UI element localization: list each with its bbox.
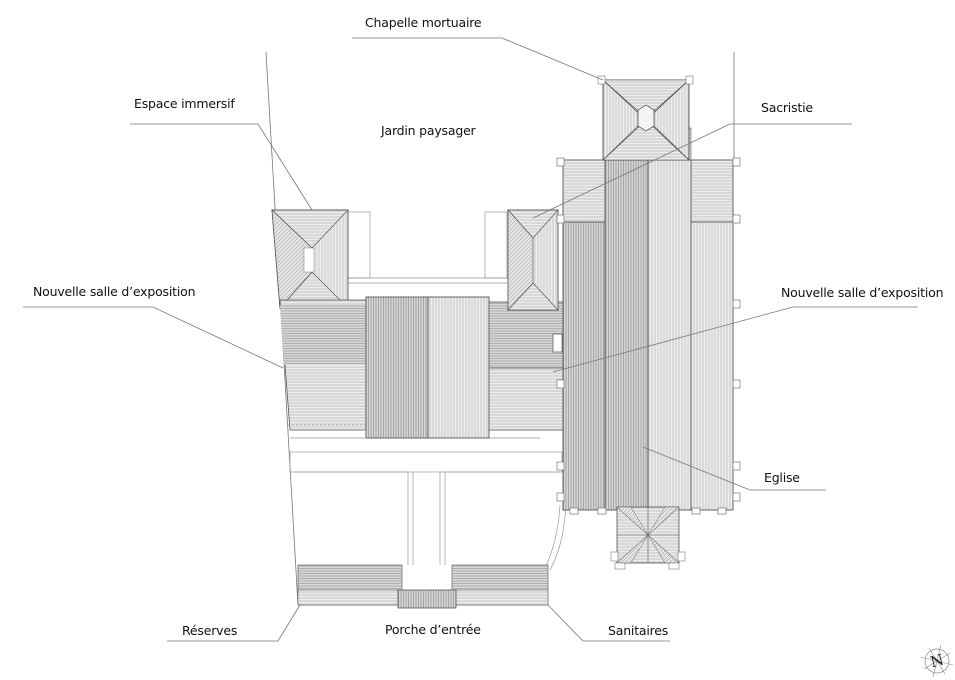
north-letter: N [928,651,945,672]
buttresses [556,157,741,515]
chapelle-mortuaire-roof [597,75,694,161]
label-salle-exposition-gauche: Nouvelle salle d’exposition [33,284,196,299]
leader-lines [23,37,918,642]
leader-sacristie [532,123,852,219]
label-reserves: Réserves [182,623,238,638]
label-chapelle-mortuaire: Chapelle mortuaire [365,15,482,30]
leader-salle-gauche [23,306,284,369]
label-espace-immersif: Espace immersif [134,96,235,111]
label-salle-exposition-droite: Nouvelle salle d’exposition [781,285,944,300]
leader-chapelle [352,37,604,81]
reserves-roof [297,564,403,606]
leader-reserves [167,604,301,642]
porche-roof [397,589,457,609]
leader-eglise [642,446,826,491]
salle-exposition-gauche-roof [279,299,367,431]
sacristie-pavilion-roof [507,209,559,311]
eglise-porche-roof [610,506,686,570]
lower-corridors [289,437,567,571]
courtyard-walls [347,211,508,284]
label-eglise: Eglise [764,470,800,485]
sanitaires-roof [451,564,549,606]
espace-immersif-roof [271,209,349,309]
label-jardin-paysager: Jardin paysager [381,123,476,138]
salle-centrale-roof [365,296,490,439]
label-porche-entree: Porche d’entrée [385,622,481,637]
leader-sanitaires [547,604,670,642]
leader-salle-droite [552,306,918,373]
label-sacristie: Sacristie [761,100,813,115]
aile-droite-roof [488,301,565,431]
leader-espace [130,123,313,211]
north-arrow-icon: N [920,644,954,678]
label-sanitaires: Sanitaires [608,623,669,638]
